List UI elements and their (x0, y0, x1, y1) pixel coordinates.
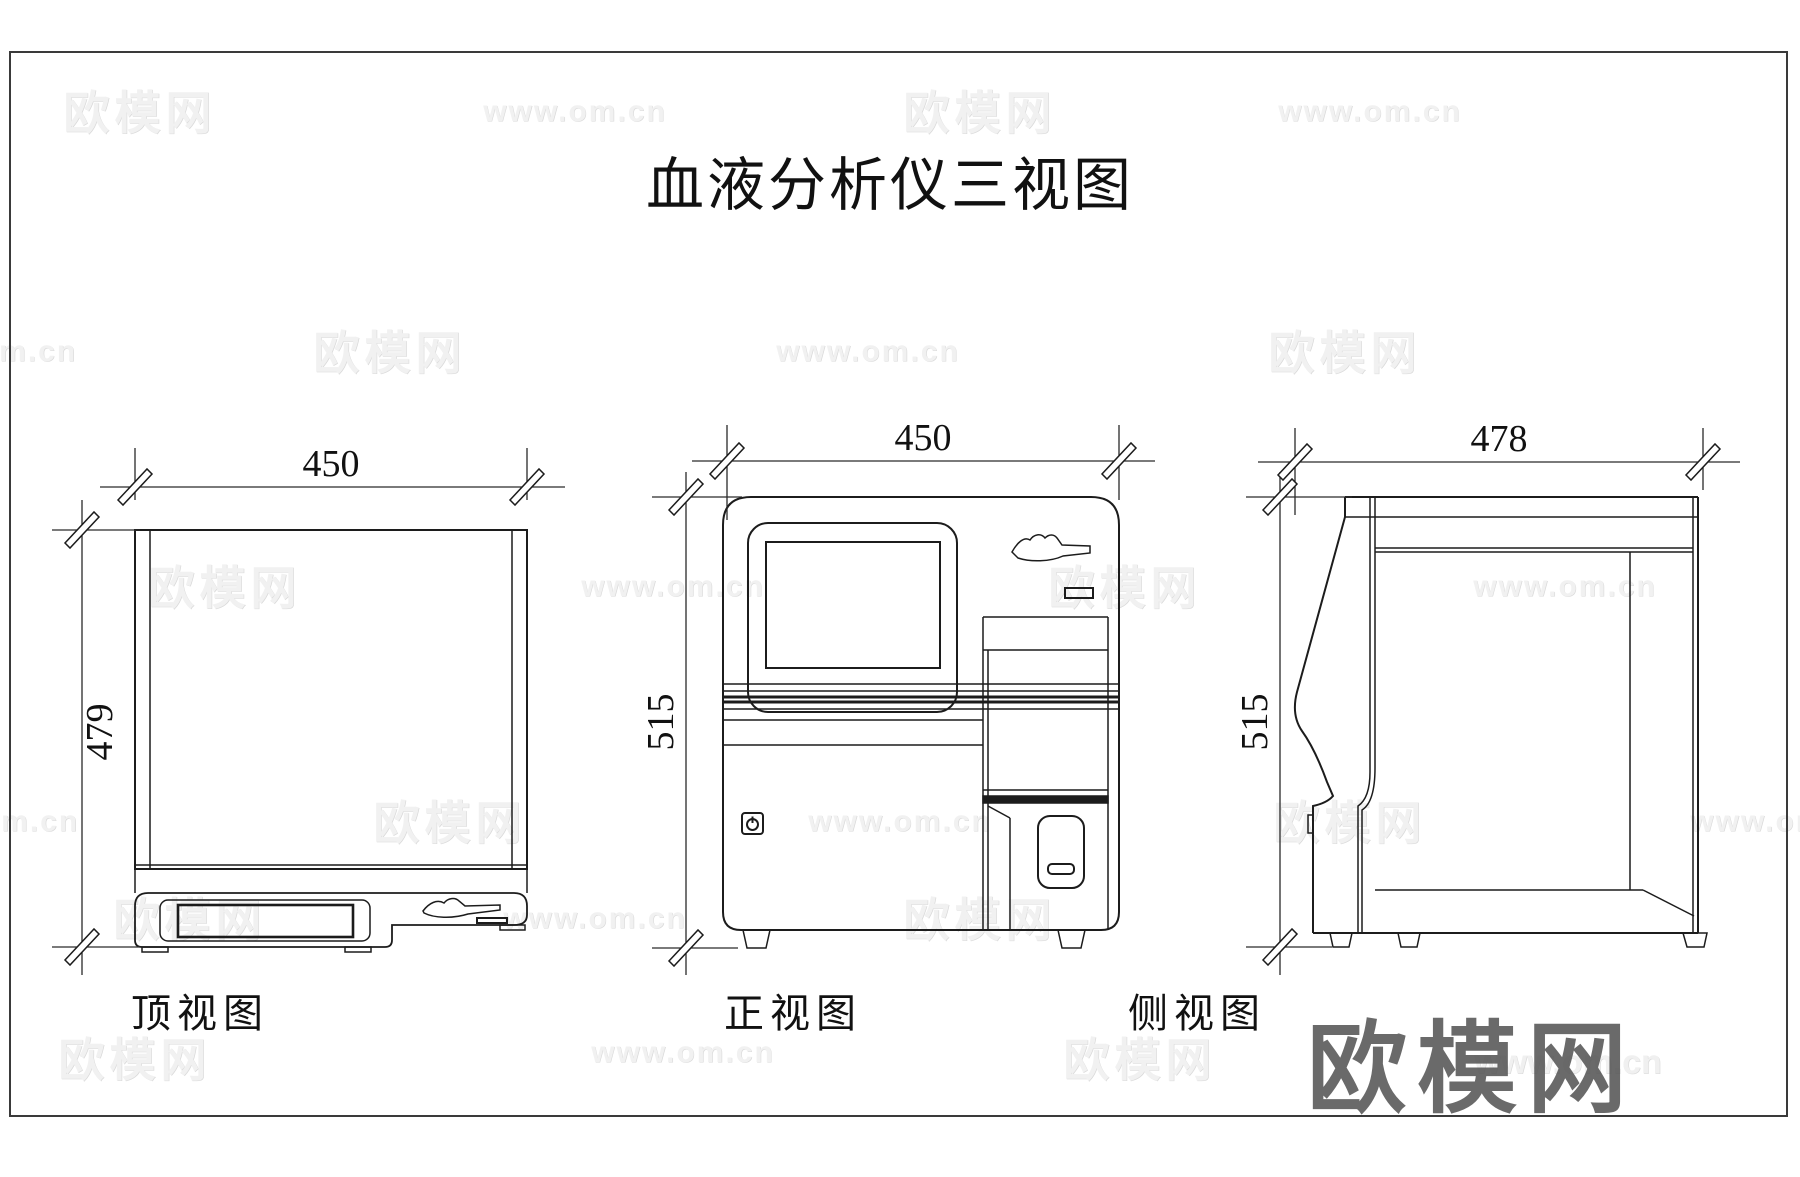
watermark-brand: 欧模网 (1273, 797, 1427, 849)
power-button-icon (741, 812, 764, 835)
side-view-linework (1293, 496, 1708, 948)
drawing-title: 血液分析仪三视图 (645, 153, 1135, 218)
front-view-handle-glyph (1011, 534, 1091, 562)
watermark-site: www.om.cn (581, 570, 765, 603)
front-view-screen-bezel (747, 522, 958, 713)
watermark-site: www.om.cn (1278, 95, 1462, 128)
watermark-brand: 欧模网 (58, 1034, 212, 1086)
side-view-screen-profile (1293, 497, 1346, 933)
watermark-site-clipped: www.om.cn (1690, 805, 1800, 838)
watermark-brand-large: 欧模网 (1307, 1013, 1637, 1126)
watermark-site: www.om.cn (483, 95, 667, 128)
watermark-site: www.om.cn (1473, 570, 1657, 603)
watermark-site-large: www.om.cn (1474, 1043, 1662, 1082)
dimension-ticks (63, 441, 1722, 968)
watermark-brand: 欧模网 (148, 562, 302, 614)
top-view-tray (176, 903, 355, 939)
front-view-door-slot (1037, 815, 1085, 889)
dim-side-height: 515 (1234, 693, 1276, 751)
watermark-brand: 欧模网 (373, 797, 527, 849)
watermark-site: www.om.cn (808, 805, 992, 838)
top-view-linework (134, 529, 528, 953)
top-view-handle-glyph (422, 897, 501, 918)
dim-front-height: 515 (640, 693, 682, 751)
watermark-brand: 欧模网 (1268, 327, 1422, 379)
label-front-view: 正视图 (724, 991, 862, 1036)
dim-side-width: 478 (1470, 418, 1528, 460)
watermark-site-clipped: om.cn (0, 805, 80, 838)
label-top-view: 顶视图 (131, 991, 269, 1036)
label-side-view: 侧视图 (1128, 991, 1266, 1036)
dim-front-width: 450 (894, 417, 952, 459)
watermark-brand: 欧模网 (903, 87, 1057, 139)
watermark-site: www.om.cn (503, 902, 687, 935)
watermark-brand: 欧模网 (903, 894, 1057, 946)
watermark-site-clipped: om.cn (0, 335, 78, 368)
watermark-brand: 欧模网 (1063, 1034, 1217, 1086)
front-view-linework (722, 496, 1120, 949)
dim-top-width: 450 (302, 443, 360, 485)
front-view-screen (765, 541, 941, 669)
page-border (9, 51, 1788, 1117)
watermark-brand: 欧模网 (63, 87, 217, 139)
watermark-site: www.om.cn (591, 1036, 775, 1069)
top-view-front-panel (134, 892, 528, 948)
dim-top-height: 479 (79, 703, 121, 761)
watermark-brand: 欧模网 (313, 327, 467, 379)
watermark-site: www.om.cn (776, 335, 960, 368)
